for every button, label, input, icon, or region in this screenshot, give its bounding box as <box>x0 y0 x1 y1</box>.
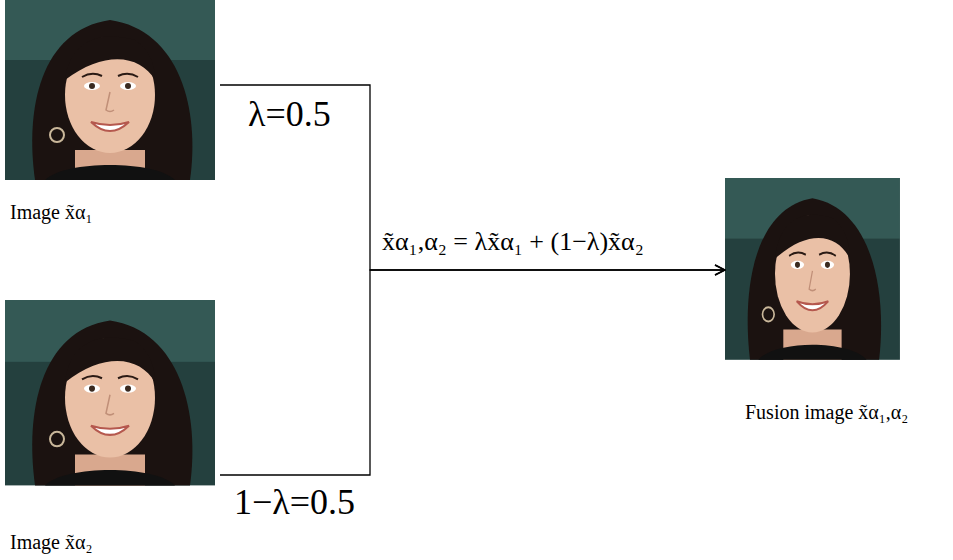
merge-connector <box>220 85 725 270</box>
portrait-photo <box>5 0 215 180</box>
fused-portrait-photo <box>725 178 900 360</box>
weight-label: λ=0.5 <box>246 94 333 135</box>
merge-connector <box>220 270 725 475</box>
fusion-formula: x̃α₁,α₂ = λx̃α₁ + (1−λ)x̃α₂ <box>380 226 646 257</box>
image-box: Image x̃α₂ <box>5 300 220 560</box>
image-caption: Fusion image x̃α₁,α₂ <box>745 400 908 424</box>
weight-label: 1−λ=0.5 <box>232 482 357 523</box>
image-box: Image x̃α₁ <box>5 0 220 235</box>
image-box: Fusion image x̃α₁,α₂ <box>725 178 950 433</box>
portrait-photo <box>5 300 215 485</box>
image-caption: Image x̃α₁ <box>10 200 92 224</box>
image-caption: Image x̃α₂ <box>10 530 92 554</box>
